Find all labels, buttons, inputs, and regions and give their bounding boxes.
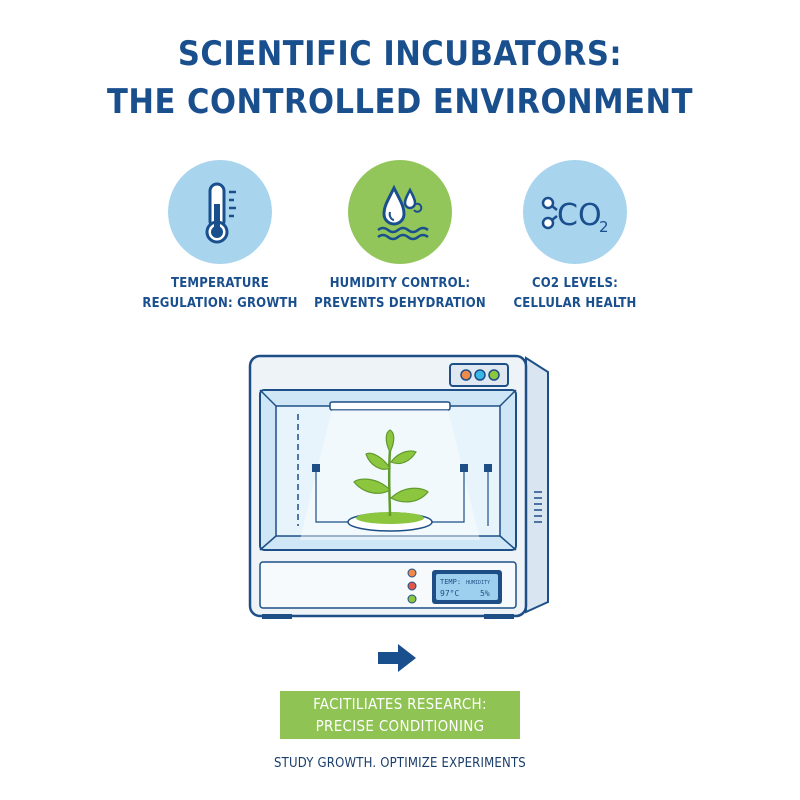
research-banner: FACITILIATES RESEARCH: PRECISE CONDITION…: [280, 691, 520, 739]
chamber-sensor: [460, 464, 468, 472]
feature-humidity: HUMIDITY CONTROL: PREVENTS DEHYDRATION: [285, 160, 515, 314]
incubator-foot: [262, 614, 292, 619]
display-humidity-label: HUMIDITY: [466, 580, 490, 586]
chamber-sensor: [484, 464, 492, 472]
feature-caption-line-1: HUMIDITY CONTROL:: [329, 276, 471, 291]
status-light-orange: [460, 369, 472, 381]
icon-circle-bg: [523, 160, 627, 264]
co2-subscript: 2: [599, 218, 609, 236]
chamber-sensor: [312, 464, 320, 472]
plant-seedling: [353, 429, 429, 517]
feature-caption: TEMPERATURE REGULATION: GROWTH: [105, 274, 335, 314]
incubator-illustration: TEMP: HUMIDITY 97°C 5%: [240, 350, 560, 620]
feature-caption: CO2 LEVELS: CELLULAR HEALTH: [460, 274, 690, 314]
footer-tagline: STUDY GROWTH. OPTIMIZE EXPERIMENTS: [274, 756, 526, 771]
feature-caption-line-2: CELLULAR HEALTH: [513, 296, 637, 311]
title-line-2: THE CONTROLLED ENVIRONMENT: [107, 82, 693, 122]
page-title: SCIENTIFIC INCUBATORS: THE CONTROLLED EN…: [0, 30, 800, 126]
feature-caption-line-1: CO2 LEVELS:: [532, 276, 618, 291]
indicator-light: [407, 581, 417, 591]
arrow-right-icon: [378, 643, 418, 673]
banner-line-1: FACITILIATES RESEARCH:: [313, 695, 487, 713]
incubator-side-panel: [525, 356, 549, 614]
display-humidity-value: 5%: [480, 589, 490, 598]
indicator-light: [407, 568, 417, 578]
thermometer-icon: [168, 160, 272, 264]
incubator-foot: [484, 614, 514, 619]
indicator-light: [407, 594, 417, 604]
feature-caption: HUMIDITY CONTROL: PREVENTS DEHYDRATION: [285, 274, 515, 314]
chamber-light: [329, 401, 451, 411]
display-temp-label: TEMP:: [440, 578, 461, 586]
feature-caption-line-2: REGULATION: GROWTH: [142, 296, 298, 311]
co2-symbol: CO: [557, 198, 602, 233]
banner-line-2: PRECISE CONDITIONING: [315, 717, 485, 735]
status-light-blue: [474, 369, 486, 381]
feature-temperature: TEMPERATURE REGULATION: GROWTH: [105, 160, 335, 314]
title-line-1: SCIENTIFIC INCUBATORS:: [177, 34, 623, 74]
status-light-green: [488, 369, 500, 381]
water-droplets-icon: [348, 160, 452, 264]
co2-molecule-icon: CO 2: [523, 160, 627, 264]
side-vent: [534, 491, 542, 523]
feature-co2: CO 2 CO2 LEVELS: CELLULAR HEALTH: [460, 160, 690, 314]
feature-caption-line-2: PREVENTS DEHYDRATION: [314, 296, 486, 311]
display-temp-value: 97°C: [440, 589, 459, 598]
feature-caption-line-1: TEMPERATURE: [171, 276, 269, 291]
